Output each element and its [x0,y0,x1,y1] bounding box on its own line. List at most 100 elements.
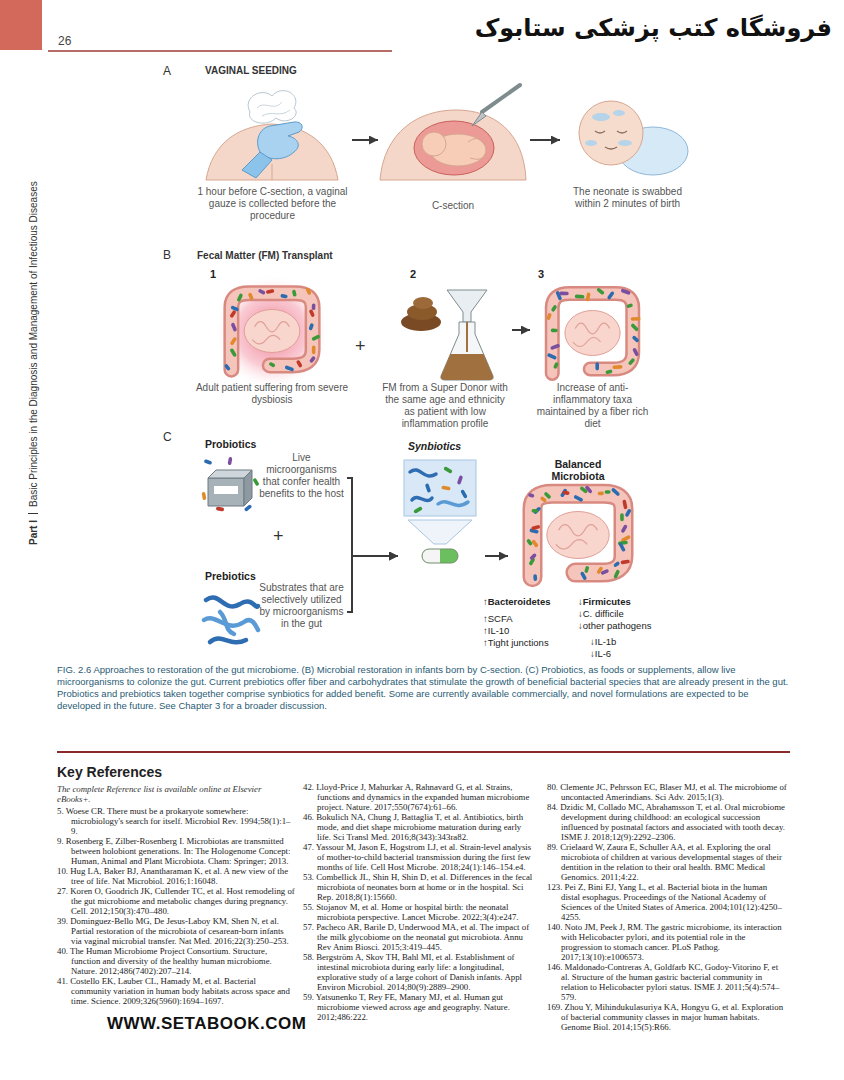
text-slot: The neonate is swabbed within 2 minutes … [560,186,695,210]
effect-label: ↑SCFA [483,613,513,624]
reference-entry: 42. Lloyd-Price J, Mahurkar A, Rahnavard… [303,782,535,812]
reference-entry: 140. Noto JM, Peek J, RM. The gastric mi… [547,922,787,962]
step-illustration [565,87,690,182]
step-illustration [202,82,342,182]
step-number: 1 [210,268,230,280]
flow-arrow [352,139,378,141]
figure-step: 1 hour before C-section, a vaginal gauze… [195,82,350,224]
panel-heading: VAGINAL SEEDING [205,65,297,76]
reference-entry: 39. Dominguez-Bello MG, De Jesus-Laboy K… [57,916,295,946]
flow-arrow [347,478,398,556]
figure-step: ProbioticsLive microorganisms that confe… [200,438,345,513]
reference-entry: 10. Hug LA, Baker BJ, Anantharaman K, et… [57,866,295,886]
step-illustration [200,590,262,650]
figure-step: Synbiotics [398,440,483,568]
reference-entry: 123. Pei Z, Bini EJ, Yang L, et al. Bact… [547,882,787,922]
text-slot: ↓IL-6 [590,648,611,659]
reference-entry: 27. Koren O, Goodrich JK, Cullender TC, … [57,886,295,916]
text-slot: 26 [58,34,71,48]
reference-column: 42. Lloyd-Price J, Mahurkar A, Rahnavard… [303,782,535,1022]
step-caption: Adult patient suffering from severe dysb… [192,382,352,406]
text-slot: 2 [410,268,430,280]
effect-label: ↓Firmicutes [578,596,631,607]
figure-step: PrebioticsSubstrates that are selectivel… [200,570,345,652]
step-number: 3 [538,268,558,280]
watermark-header: فروشگاه کتب پزشکی ستابوک [380,14,832,42]
effect-label: ↓other pathogens [578,620,651,631]
flow-arrow [530,139,560,141]
reference-entry: 59. Yatsunenko T, Rey FE, Manary MJ, et … [303,992,535,1022]
step-caption: C-section [378,200,528,212]
step-heading: Balanced Microbiota [528,458,628,482]
step-illustration [200,456,260,511]
text-slot: ↓other pathogens [578,620,651,631]
reference-entry: 40. The Human Microbiome Project Consort… [57,946,295,976]
effect-label: ↓IL-1b [590,636,616,647]
reference-entry: 57. Pacheco AR, Barile D, Underwood MA, … [303,922,535,952]
panel-letter: A [163,64,171,78]
corner-tab [0,0,42,50]
reference-entry: 41. Costello EK, Lauber CL, Hamady M, et… [57,976,295,1006]
step-illustration [398,456,483,566]
reference-entry: 47. Yassour M, Jason E, Hogstrom LJ, et … [303,842,535,872]
part-label: Part I [28,520,39,545]
separator-bar [28,513,38,514]
effect-label: ↓IL-6 [590,648,611,659]
step-caption: FM from a Super Donor with the same age … [380,382,510,430]
text-slot: ↑Bacteroidetes [483,596,551,607]
figure-caption: FIG. 2.6 Approaches to restoration of th… [57,664,790,712]
effect-label: ↑IL-10 [483,625,509,636]
page-number: 26 [58,34,71,48]
step-illustration [535,282,650,380]
text-slot: 1 hour before C-section, a vaginal gauze… [195,186,350,222]
reference-column: Key ReferencesThe complete Reference lis… [57,764,295,1034]
figure-step: C-section [378,82,528,214]
reference-entry: 53. Combellick JL, Shin H, Shin D, et al… [303,872,535,902]
panel-letter: B [163,248,171,262]
text-slot: C [163,430,172,444]
section-rule [57,751,790,753]
section-heading: Key References [57,764,295,780]
text-slot: ↓Firmicutes [578,596,631,607]
text-slot: B [163,248,171,262]
text-slot: ↓C. difficile [578,608,624,619]
reference-column: 80. Clemente JC, Pehrsson EC, Blaser MJ,… [547,782,787,1032]
text-slot: Live microorganisms that confer health b… [258,452,345,500]
running-head-strip: Part I Basic Principles in the Diagnosis … [27,25,39,545]
step-caption: 1 hour before C-section, a vaginal gauze… [195,186,350,222]
reference-entry: 58. Bergström A, Skov TH, Bahl MI, et al… [303,952,535,992]
watermark-url: WWW.SETABOOK.COM [57,1014,295,1034]
header-rule [48,50,392,52]
text-slot: Probiotics [205,438,295,450]
reference-entry: 169. Zhou Y, Mihindukulasuriya KA, Hongy… [547,1002,787,1032]
reference-entry: 80. Clemente JC, Pehrsson EC, Blaser MJ,… [547,782,787,802]
text-slot: Adult patient suffering from severe dysb… [192,382,352,406]
running-head: Basic Principles in the Diagnosis and Ma… [28,181,39,507]
step-illustration [395,282,495,380]
plus-sign: + [355,336,366,357]
text-slot: Increase of anti-inflammatory taxa maint… [530,382,655,430]
step-number: 2 [410,268,430,280]
text-slot: ↑SCFA [483,613,513,624]
step-caption: Increase of anti-inflammatory taxa maint… [530,382,655,430]
effect-label: ↑Tight junctions [483,637,549,648]
text-slot: + [273,526,284,547]
text-slot: Balanced Microbiota [528,458,628,482]
text-slot: ↓IL-1b [590,636,616,647]
text-slot: ↑IL-10 [483,625,509,636]
text-slot: Substrates that are selectively utilized… [258,582,345,630]
text-slot: A [163,64,171,78]
reference-entry: 55. Stojanov M, et al. Home or hospital … [303,902,535,922]
step-heading: Synbiotics [408,440,483,452]
text-slot: Fecal Matter (FM) Transplant [197,250,333,261]
reference-entry: 46. Bokulich NA, Chung J, Battaglia T, e… [303,812,535,842]
reference-entry: 89. Crielaard W, Zaura E, Schuller AA, e… [547,842,787,882]
flow-arrow [347,556,398,612]
flow-arrow [485,555,508,557]
figure-step: The neonate is swabbed within 2 minutes … [560,82,695,212]
step-description: Substrates that are selectively utilized… [258,582,345,630]
effect-label: ↓C. difficile [578,608,624,619]
text-slot: ↑Tight junctions [483,637,549,648]
step-heading: Probiotics [205,438,295,450]
